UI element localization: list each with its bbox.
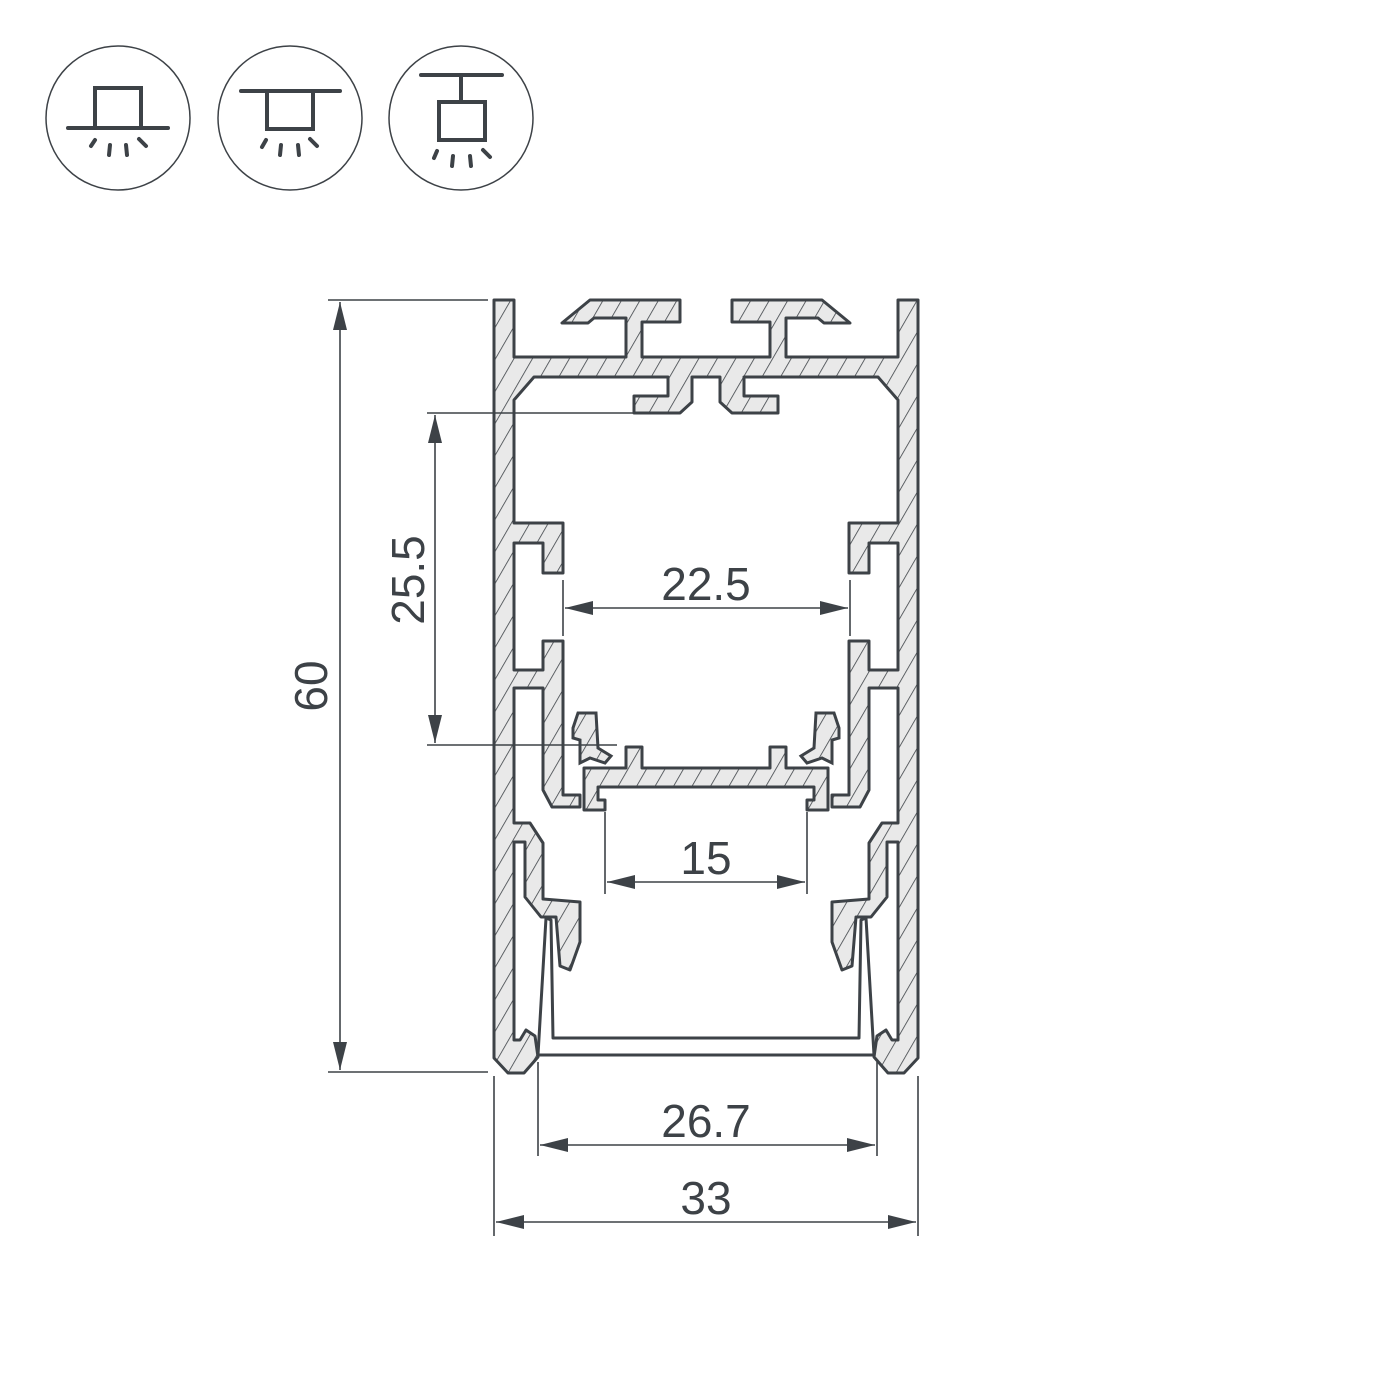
recessed-mount-icon bbox=[45, 45, 191, 191]
carrier-clip bbox=[571, 711, 614, 766]
dim-total-width-label: 33 bbox=[680, 1172, 731, 1224]
surface-mount-icon bbox=[217, 45, 363, 191]
dim-strip-width-label: 15 bbox=[680, 832, 731, 884]
aluminium-profile-section bbox=[492, 298, 920, 1075]
diffuser bbox=[536, 916, 876, 1057]
dimension-lines bbox=[328, 299, 919, 1236]
carrier-clip bbox=[798, 711, 841, 766]
profile-body bbox=[492, 298, 920, 1075]
dim-inner-width-label: 22.5 bbox=[661, 558, 751, 610]
suspended-mount-icon bbox=[388, 45, 534, 191]
led-carrier bbox=[582, 745, 830, 812]
dim-diffuser-width-label: 26.7 bbox=[661, 1095, 751, 1147]
dim-inner-height-label: 25.5 bbox=[382, 535, 434, 625]
dim-total-height-label: 60 bbox=[285, 660, 337, 711]
